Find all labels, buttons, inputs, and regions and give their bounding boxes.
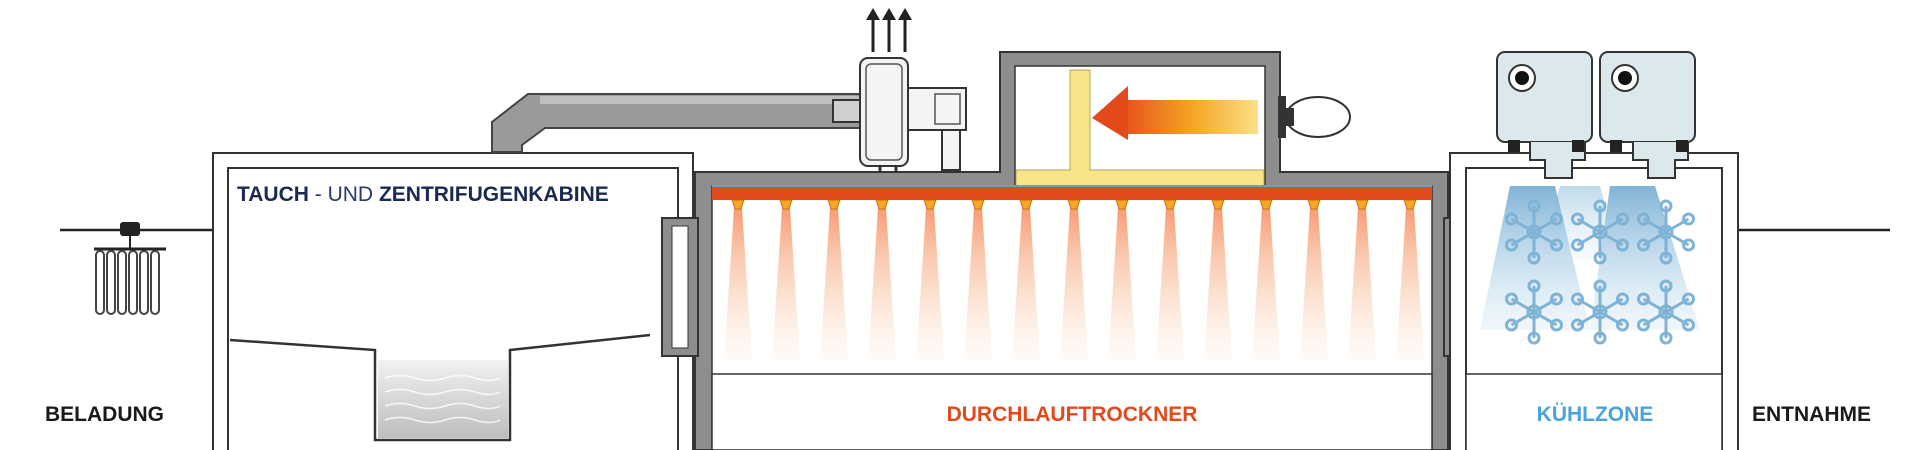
nozzle bbox=[1355, 199, 1369, 210]
dip-centrifuge-cabin bbox=[212, 152, 694, 450]
cooling-fan-icon bbox=[1599, 51, 1696, 179]
nozzle bbox=[827, 199, 841, 210]
nozzle bbox=[1307, 199, 1321, 210]
dryer-label: DURCHLAUFTROCKNER bbox=[947, 403, 1198, 426]
snowflake-icon bbox=[1570, 279, 1630, 345]
snowflake-icon bbox=[1504, 279, 1564, 345]
dip-bath bbox=[378, 360, 508, 438]
spray-cone bbox=[964, 208, 992, 360]
spray-cone bbox=[1156, 208, 1184, 360]
spray-cone bbox=[1300, 208, 1328, 360]
cabin-title: TAUCH - UND ZENTRIFUGENKABINE bbox=[237, 183, 609, 206]
dryer-entry-door bbox=[661, 217, 699, 357]
up-arrows-icon bbox=[866, 8, 912, 52]
nozzle bbox=[1403, 199, 1417, 210]
spray-cone bbox=[916, 208, 944, 360]
spray-cone bbox=[1204, 208, 1232, 360]
spray-cone bbox=[1060, 208, 1088, 360]
snowflake-icon bbox=[1636, 199, 1696, 265]
spray-cone bbox=[820, 208, 848, 360]
spray-cone bbox=[724, 208, 752, 360]
nozzle bbox=[875, 199, 889, 210]
unloading-label: ENTNAHME bbox=[1752, 403, 1871, 426]
nozzle bbox=[923, 199, 937, 210]
spray-nozzles bbox=[724, 199, 1424, 360]
spray-cone bbox=[772, 208, 800, 360]
snowflake-icon bbox=[1504, 199, 1564, 265]
nozzle bbox=[1019, 199, 1033, 210]
nozzle bbox=[1067, 199, 1081, 210]
nozzle bbox=[1115, 199, 1129, 210]
spray-cone bbox=[868, 208, 896, 360]
cabin-title-part3: ZENTRIFUGENKABINE bbox=[379, 183, 609, 206]
snowflake-icon bbox=[1636, 279, 1696, 345]
loading-label: BELADUNG bbox=[45, 403, 164, 426]
nozzle bbox=[1211, 199, 1225, 210]
spray-cone bbox=[1348, 208, 1376, 360]
spray-cone bbox=[1108, 208, 1136, 360]
nozzle bbox=[971, 199, 985, 210]
spray-cone bbox=[1396, 208, 1424, 360]
exhaust-duct bbox=[491, 93, 869, 153]
cabin-title-part2: - UND bbox=[309, 183, 379, 206]
nozzle bbox=[1259, 199, 1273, 210]
burner-icon bbox=[1092, 86, 1351, 140]
snowflake-icon bbox=[1570, 199, 1630, 265]
nozzle bbox=[779, 199, 793, 210]
nozzle bbox=[1163, 199, 1177, 210]
cabin-title-part1: TAUCH bbox=[237, 183, 309, 206]
exhaust-fan bbox=[832, 57, 967, 172]
parts-basket-icon bbox=[94, 222, 166, 315]
cooling-fan-icon bbox=[1496, 51, 1593, 179]
spray-cone bbox=[1252, 208, 1280, 360]
spray-cone bbox=[1012, 208, 1040, 360]
cooling-label: KÜHLZONE bbox=[1537, 403, 1654, 426]
nozzle bbox=[731, 199, 745, 210]
